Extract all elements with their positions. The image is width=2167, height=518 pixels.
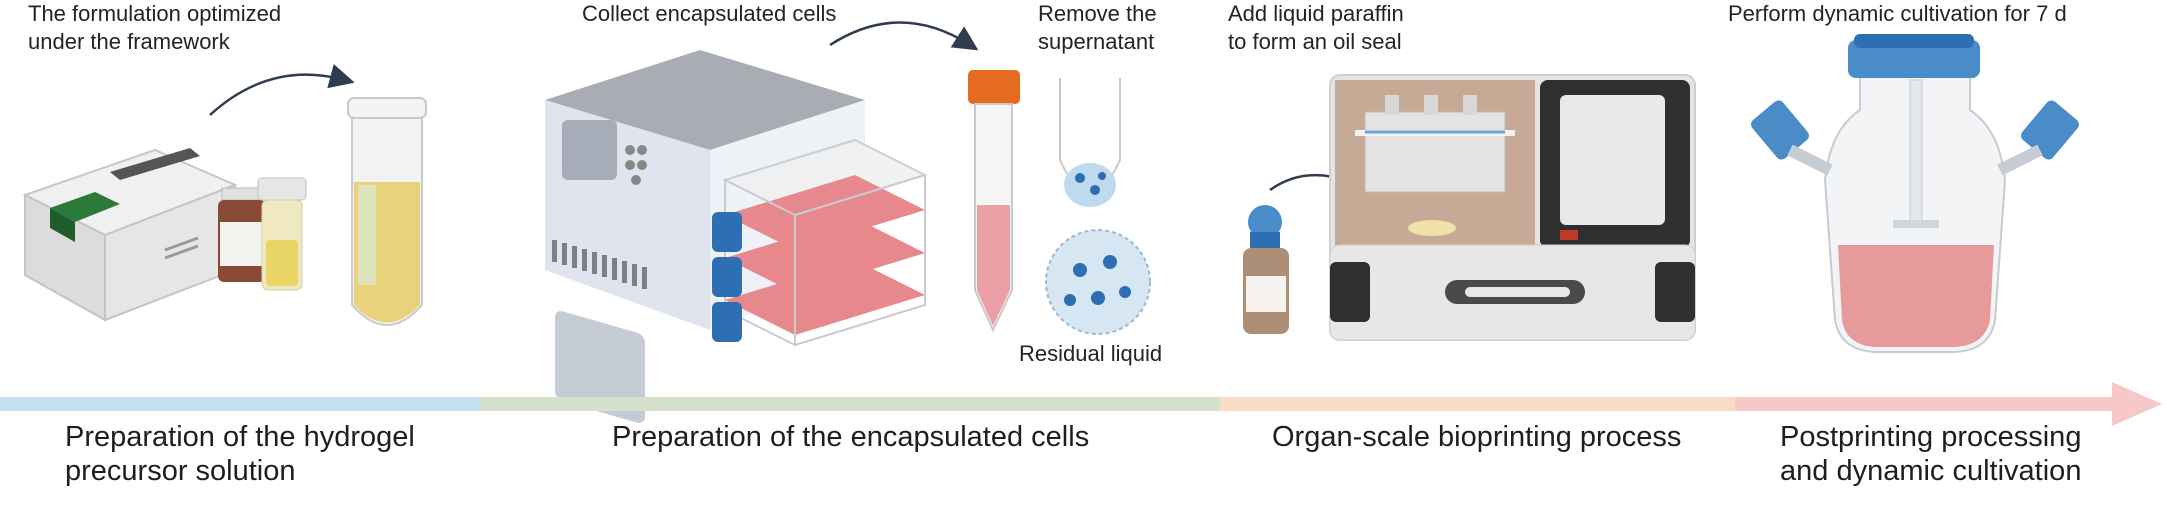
precursor-tube xyxy=(347,97,427,326)
curved-arrow-icon xyxy=(829,21,979,51)
caption-collect-cells: Collect encapsulated cells xyxy=(582,1,837,26)
timeline-arrow xyxy=(0,382,2162,426)
stage-label-encapsulated-cells: Preparation of the encapsulated cells xyxy=(612,421,1090,453)
timeline-segment-2 xyxy=(480,397,1220,411)
caption-formulation: The formulation optimized under the fram… xyxy=(28,1,282,54)
caption-remove-supernatant: Remove the supernatant xyxy=(1038,1,1157,54)
caption-residual-liquid: Residual liquid xyxy=(1019,341,1163,366)
paraffin-bottle xyxy=(1243,205,1289,334)
cell-culture-flask-stack xyxy=(712,138,928,347)
stage-label-bioprinting: Organ-scale bioprinting process xyxy=(1272,421,1682,453)
spinner-flask xyxy=(1751,34,2079,353)
centrifuge-tube xyxy=(968,70,1020,333)
supernatant-tube-tip xyxy=(1059,78,1121,207)
caption-dynamic-cultivation: Perform dynamic cultivation for 7 d xyxy=(1728,1,2067,26)
curved-arrow-icon xyxy=(209,64,355,116)
reagent-bottle-brown xyxy=(218,187,266,282)
bioprinter-device xyxy=(1329,74,1696,341)
timeline-arrow-icon xyxy=(2112,382,2162,426)
stage-label-postprinting: Postprinting processing and dynamic cult… xyxy=(1780,421,2082,487)
timeline-segment-3 xyxy=(1220,397,1735,411)
cell-cluster-magnified xyxy=(1045,229,1151,335)
timeline-segment-4 xyxy=(1735,397,2120,411)
reagent-bottle-yellow xyxy=(257,177,307,291)
timeline-segment-1 xyxy=(0,397,480,411)
stirrer-device xyxy=(22,148,238,322)
caption-add-paraffin: Add liquid paraffin to form an oil seal xyxy=(1228,1,1404,54)
stage-label-hydrogel: Preparation of the hydrogel precursor so… xyxy=(65,421,415,487)
